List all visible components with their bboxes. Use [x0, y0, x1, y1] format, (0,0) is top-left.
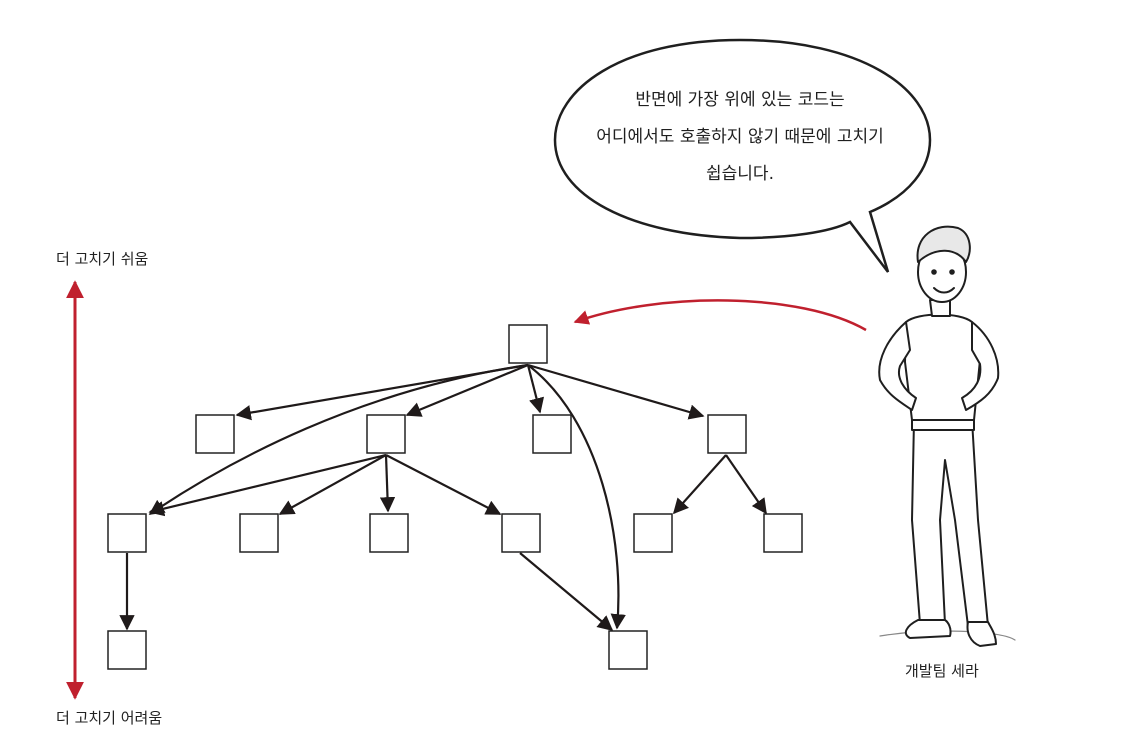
- arrow-top-to-l2a: [148, 363, 529, 515]
- arrow-l1b-to-l2c: [379, 454, 396, 513]
- pointer-arrow: [573, 299, 867, 332]
- speech-text: 반면에 가장 위에 있는 코드는 어디에서도 호출하지 않기 때문에 고치기 쉽…: [560, 82, 920, 193]
- arrow-l1b-to-l2d: [385, 454, 502, 515]
- box-l3b: [608, 630, 648, 670]
- arrow-l1b-to-l2b: [278, 454, 387, 515]
- box-l1c: [532, 414, 572, 454]
- person-arm-left: [878, 321, 917, 411]
- arrow-top-to-l1c: [526, 364, 545, 414]
- speech-bubble: [553, 38, 932, 273]
- harder-to-fix-label: 더 고치기 어려움: [56, 709, 163, 727]
- person-legs: [911, 419, 989, 627]
- box-l2c: [369, 513, 409, 553]
- easier-to-fix-label: 더 고치기 쉬움: [56, 250, 149, 268]
- box-l2f: [763, 513, 803, 553]
- person-shoe-right: [966, 621, 997, 647]
- box-l1b: [366, 414, 406, 454]
- box-l2e: [633, 513, 673, 553]
- arrow-l1b-to-l2a: [148, 453, 387, 517]
- dependency-arrows: [119, 363, 767, 631]
- arrow-l1d-to-l2e: [672, 454, 727, 515]
- arrow-top-to-l1b: [405, 363, 529, 417]
- arrow-top-to-l3b: [527, 364, 626, 630]
- box-l1d: [707, 414, 747, 454]
- speech-line: 반면에 가장 위에 있는 코드는: [635, 90, 845, 110]
- developer-illustration: [878, 225, 1016, 647]
- box-l2d: [501, 513, 541, 553]
- arrow-top-to-l1d: [527, 363, 705, 420]
- person-torso: [904, 313, 981, 421]
- box-l1a: [195, 414, 235, 454]
- person-arm-right: [961, 321, 1000, 411]
- box-l2b: [239, 513, 279, 553]
- arrow-l2d-to-l3b: [519, 552, 614, 631]
- person-shoe-left: [904, 619, 952, 639]
- box-l2a: [107, 513, 147, 553]
- speech-line: 쉽습니다.: [706, 164, 774, 184]
- person-hair: [916, 225, 971, 263]
- box-l3a: [107, 630, 147, 670]
- box-top: [508, 324, 548, 364]
- arrow-l1d-to-l2f: [725, 454, 767, 515]
- person-name-label: 개발팀 세라: [905, 662, 979, 680]
- speech-line: 어디에서도 호출하지 않기 때문에 고치기: [596, 127, 884, 147]
